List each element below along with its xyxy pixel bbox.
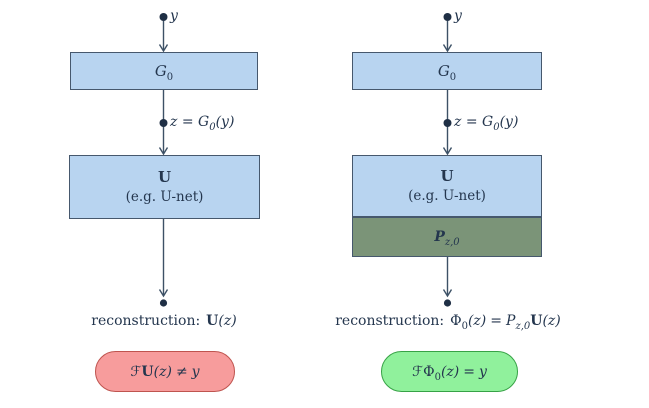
u-box-title-left: U: [157, 168, 172, 187]
node-dot-right-z: [443, 119, 452, 127]
u-box-subtitle-left: (e.g. U-net): [125, 189, 204, 206]
node-dot-right-output: [443, 299, 452, 307]
arrowhead-left-1: [158, 44, 169, 53]
g0-label-left: G0: [154, 62, 174, 83]
g0-box-right: G0: [352, 52, 542, 90]
reconstruction-left: reconstruction:U(z): [91, 313, 237, 329]
u-box-subtitle-right: (e.g. U-net): [408, 188, 486, 205]
result-pill-left: ℱU(z)≠y: [95, 351, 235, 392]
pill-formula-right: ℱΦ0(z)=y: [412, 363, 487, 383]
g0-label-right: G0: [437, 62, 457, 83]
g0-box-left: G0: [70, 52, 258, 90]
node-dot-right-y: [443, 13, 452, 21]
z-label-right: z = G0(y): [454, 114, 519, 133]
pill-formula-left: ℱU(z)≠y: [130, 363, 200, 380]
projection-box-right: Pz,0: [352, 217, 542, 257]
u-box-right: U (e.g. U-net): [352, 155, 542, 217]
arrowhead-right-2: [442, 147, 453, 156]
u-box-title-right: U: [440, 167, 454, 186]
arrowhead-right-3: [442, 289, 453, 298]
arrowhead-right-1: [442, 44, 453, 53]
u-box-left: U (e.g. U-net): [69, 155, 260, 219]
y-label-right: y: [454, 8, 462, 24]
node-dot-left-z: [159, 119, 168, 127]
node-dot-left-y: [159, 13, 168, 21]
arrowhead-left-3: [158, 289, 169, 298]
y-label-left: y: [170, 8, 178, 24]
reconstruction-right: reconstruction:Φ0(z)=Pz,0U(z): [335, 313, 561, 332]
projection-label-right: Pz,0: [434, 229, 460, 248]
arrowhead-left-2: [158, 147, 169, 156]
result-pill-right: ℱΦ0(z)=y: [381, 351, 518, 392]
node-dot-left-output: [159, 299, 168, 307]
z-label-left: z = G0(y): [170, 114, 235, 133]
